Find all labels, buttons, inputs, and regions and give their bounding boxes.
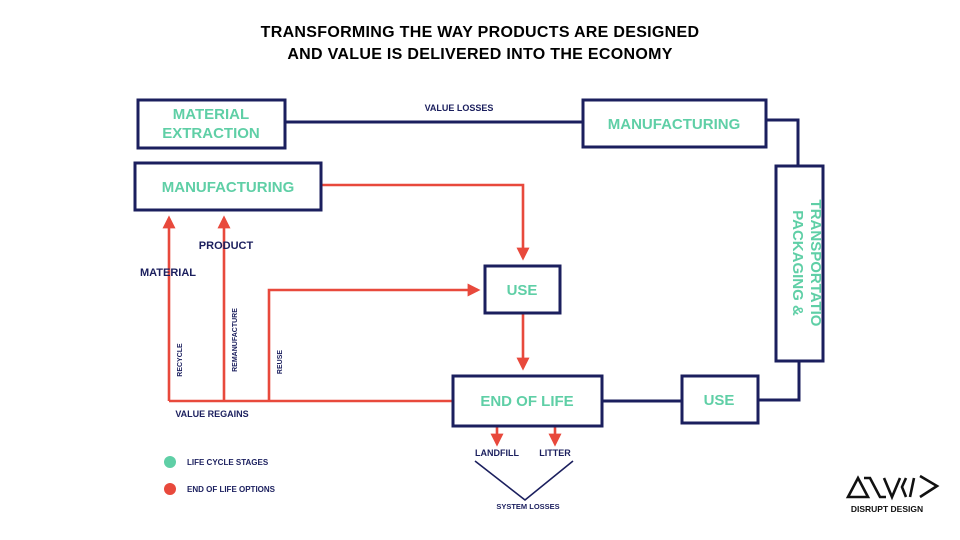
logo-bracket-icon [900,477,908,498]
arrow-manufacturing-to-use [321,183,530,261]
recycle-label: RECYCLE [177,343,184,377]
legend-end-of-life-options-label: END OF LIFE OPTIONS [187,485,276,494]
life-cycle-stages-swatch [164,456,176,468]
logo-v-icon [882,477,902,501]
logo-triangle-icon [845,475,871,499]
use-box-center [483,264,562,315]
title-line-1: TRANSFORMING THE WAY PRODUCTS ARE DESIGN… [260,24,700,41]
packaging-label-2: TRANSPORTATIO [807,200,824,327]
material-extraction-box [136,98,287,150]
end-of-life-box [451,374,604,428]
legend-life-cycle-stages-label: LIFE CYCLE STAGES [187,458,269,467]
system-losses-connector [474,460,574,502]
manufacturing-top-label: MANUFACTURING [608,116,741,133]
manufacturing-box-top [581,98,768,149]
material-label: MATERIAL [140,267,196,279]
logo-chevron-icon [919,474,940,499]
end-of-life-options-swatch [164,483,176,495]
reuse-arrow [267,283,481,401]
manufacturing-box-left [133,161,323,212]
end-of-life-label: END OF LIFE [480,393,573,410]
brand-name: DISRUPT DESIGN [851,504,923,514]
litter-label: LITTER [539,448,571,458]
packaging-label-1: PACKAGING & [789,210,806,316]
material-extraction-label-2: EXTRACTION [162,125,260,142]
title-line-2: AND VALUE IS DELIVERED INTO THE ECONOMY [287,46,673,63]
product-label: PRODUCT [199,240,254,252]
connector-packaging-to-use [759,361,801,402]
material-extraction-label-1: MATERIAL [173,106,249,123]
legend: LIFE CYCLE STAGES END OF LIFE OPTIONS [164,456,276,495]
logo-slash-icon [908,477,916,498]
reuse-label: REUSE [277,350,284,374]
landfill-label: LANDFILL [475,448,519,458]
use-right-label: USE [704,392,735,409]
remanufacture-label: REMANUFACTURE [232,308,239,372]
value-losses-path [285,118,801,403]
use-box-right [680,374,760,425]
logo-stroke-a-icon [864,476,886,499]
system-losses-label: SYSTEM LOSSES [496,502,559,511]
use-center-label: USE [507,282,538,299]
value-losses-label: VALUE LOSSES [425,103,494,113]
packaging-transportation-box [774,164,825,363]
manufacturing-left-label: MANUFACTURING [162,179,295,196]
connector-manufacturing-to-packaging [766,118,800,166]
value-regains-label: VALUE REGAINS [175,409,248,419]
disrupt-design-logo-icon [845,474,940,501]
end-of-life-loops [162,183,562,447]
